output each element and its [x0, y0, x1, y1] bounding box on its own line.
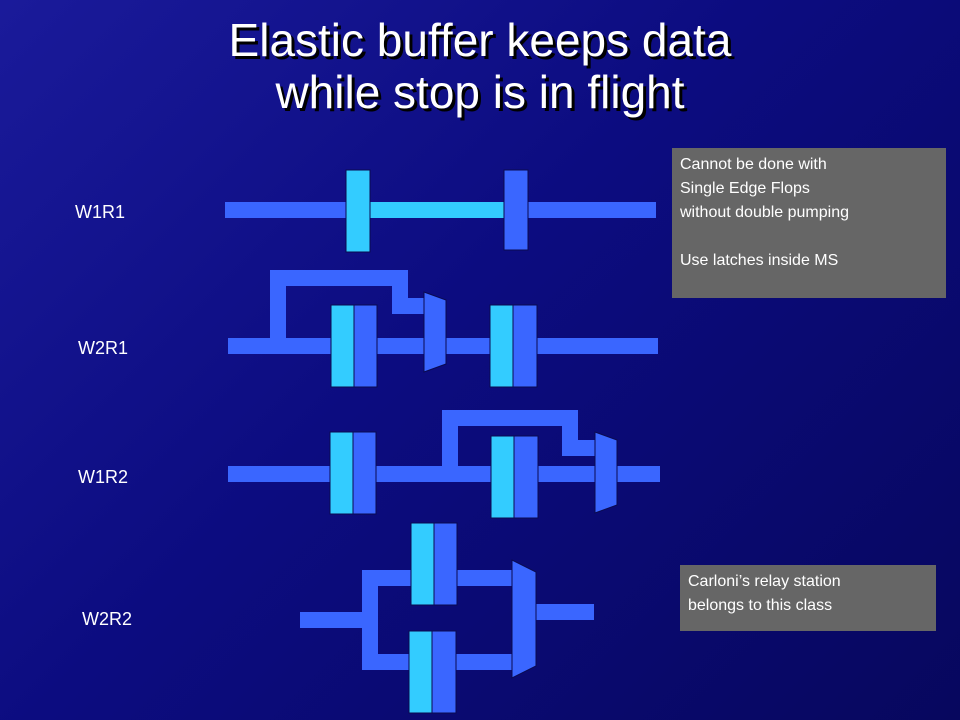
wire-segment	[300, 612, 364, 628]
latch-dark	[431, 630, 457, 714]
note-bottom-line-1: Carloni’s relay station	[688, 573, 841, 590]
latch-light	[408, 630, 433, 714]
flop-block	[345, 169, 371, 253]
note-top-line-5: Use latches inside MS	[680, 252, 839, 269]
latch-dark	[353, 304, 378, 388]
wire-segment	[270, 270, 286, 340]
mux	[511, 559, 537, 679]
latch-light	[410, 522, 435, 606]
note-top-line-2: Single Edge Flops	[680, 180, 810, 197]
wire-segment	[528, 202, 656, 218]
latch-dark	[512, 304, 538, 388]
wire-segment	[536, 604, 594, 620]
note-top-line-4	[680, 225, 938, 249]
latch-light	[330, 304, 355, 388]
diagram-w1r2	[228, 410, 660, 519]
wire-segment	[362, 570, 378, 670]
latch-dark	[433, 522, 458, 606]
row-label-w1r1: W1R1	[75, 202, 126, 222]
diagram-w1r1	[225, 169, 656, 253]
note-top-line-1: Cannot be done with	[680, 156, 827, 173]
wire-segment	[270, 270, 408, 286]
row-label-w1r2: W1R2	[78, 467, 129, 487]
slide-title: Elastic buffer keeps data while stop is …	[0, 14, 960, 118]
note-bottom-line-2: belongs to this class	[688, 597, 833, 614]
row-label-w2r2: W2R2	[82, 609, 133, 629]
wire-segment	[442, 410, 578, 426]
note-top: Cannot be done with Single Edge Flops wi…	[672, 148, 946, 298]
diagram-w2r2	[300, 522, 594, 714]
wire-segment	[392, 298, 426, 314]
title-line-2: while stop is in flight	[275, 66, 685, 118]
diagram-w2r1	[228, 270, 658, 388]
wire-segment	[225, 202, 347, 218]
flop-block	[503, 169, 529, 251]
wire-segment	[562, 440, 596, 456]
row-label-w2r1: W2R1	[78, 338, 129, 358]
mux	[423, 291, 447, 373]
latch-dark	[352, 431, 377, 515]
note-bottom: Carloni’s relay station belongs to this …	[680, 565, 936, 631]
title-line-1: Elastic buffer keeps data	[228, 14, 732, 66]
mux	[594, 431, 618, 514]
wire-segment	[370, 202, 504, 218]
latch-light	[329, 431, 354, 515]
latch-light	[490, 435, 515, 519]
latch-dark	[513, 435, 539, 519]
note-top-line-3: without double pumping	[680, 204, 850, 221]
latch-light	[489, 304, 514, 388]
